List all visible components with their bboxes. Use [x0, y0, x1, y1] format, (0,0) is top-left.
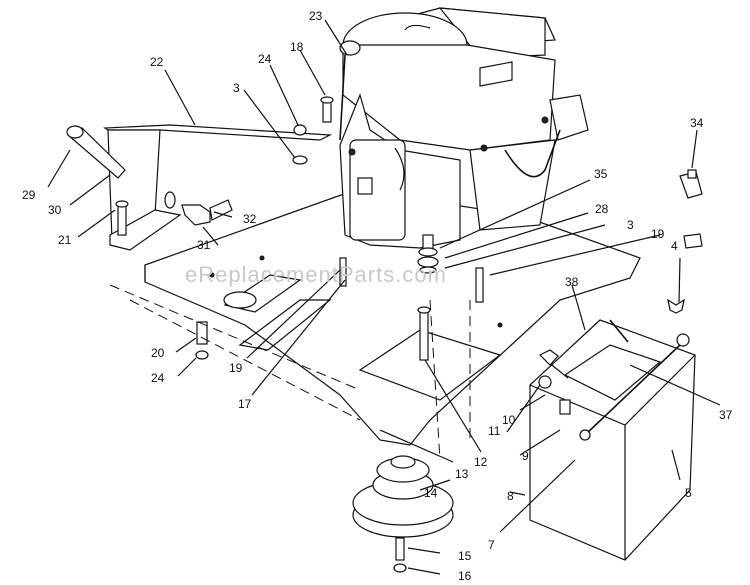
callout-3: 3	[233, 81, 240, 95]
callout-15: 15	[458, 549, 472, 563]
callout-13: 13	[455, 467, 469, 481]
callout-37: 37	[719, 408, 733, 422]
callout-24: 24	[258, 52, 272, 66]
callout-3-right: 3	[627, 218, 634, 232]
handle-grip	[66, 125, 126, 179]
callout-7: 7	[488, 538, 495, 552]
callout-4: 4	[671, 239, 678, 253]
wing-nuts	[538, 298, 685, 415]
callout-35: 35	[594, 167, 608, 181]
callout-30: 30	[48, 203, 62, 217]
battery	[529, 319, 696, 561]
callout-12: 12	[474, 455, 488, 469]
callout-32: 32	[243, 212, 257, 226]
drive-shaft	[417, 306, 431, 361]
top-bolts	[292, 96, 334, 165]
callout-19-left: 19	[229, 361, 243, 375]
callout-5: 5	[685, 486, 692, 500]
callout-34: 34	[690, 116, 704, 130]
callout-14: 14	[424, 486, 438, 500]
battery-clip	[679, 169, 703, 249]
engine	[339, 7, 589, 249]
callout-23: 23	[309, 9, 323, 23]
callout-20: 20	[151, 346, 165, 360]
callout-10: 10	[502, 413, 516, 427]
callout-17: 17	[238, 397, 252, 411]
callout-21: 21	[58, 233, 72, 247]
callout-29: 29	[22, 188, 36, 202]
callout-9: 9	[522, 449, 529, 463]
engine-mount-fasteners	[339, 234, 484, 303]
callout-labels: 23 18 22 24 3 34 29 30 21 31 32 35 28 3 …	[22, 9, 733, 583]
callout-leaders	[47, 19, 721, 575]
watermark: eReplacementParts.com	[185, 262, 447, 287]
callout-19-right: 19	[651, 227, 665, 241]
spacer-20	[195, 321, 209, 360]
callout-18: 18	[290, 40, 304, 54]
callout-8: 8	[507, 489, 514, 503]
support-bracket	[103, 124, 333, 251]
bolt-21	[115, 200, 129, 236]
callout-31: 31	[197, 238, 211, 252]
elbow-fitting	[181, 199, 233, 226]
callout-38: 38	[565, 275, 579, 289]
callout-28: 28	[595, 202, 609, 216]
pulley	[352, 455, 454, 573]
callout-11: 11	[488, 424, 501, 438]
callout-22: 22	[150, 55, 164, 69]
callout-24-left: 24	[151, 371, 165, 385]
leader-lines	[109, 284, 471, 461]
callout-16: 16	[458, 569, 472, 583]
